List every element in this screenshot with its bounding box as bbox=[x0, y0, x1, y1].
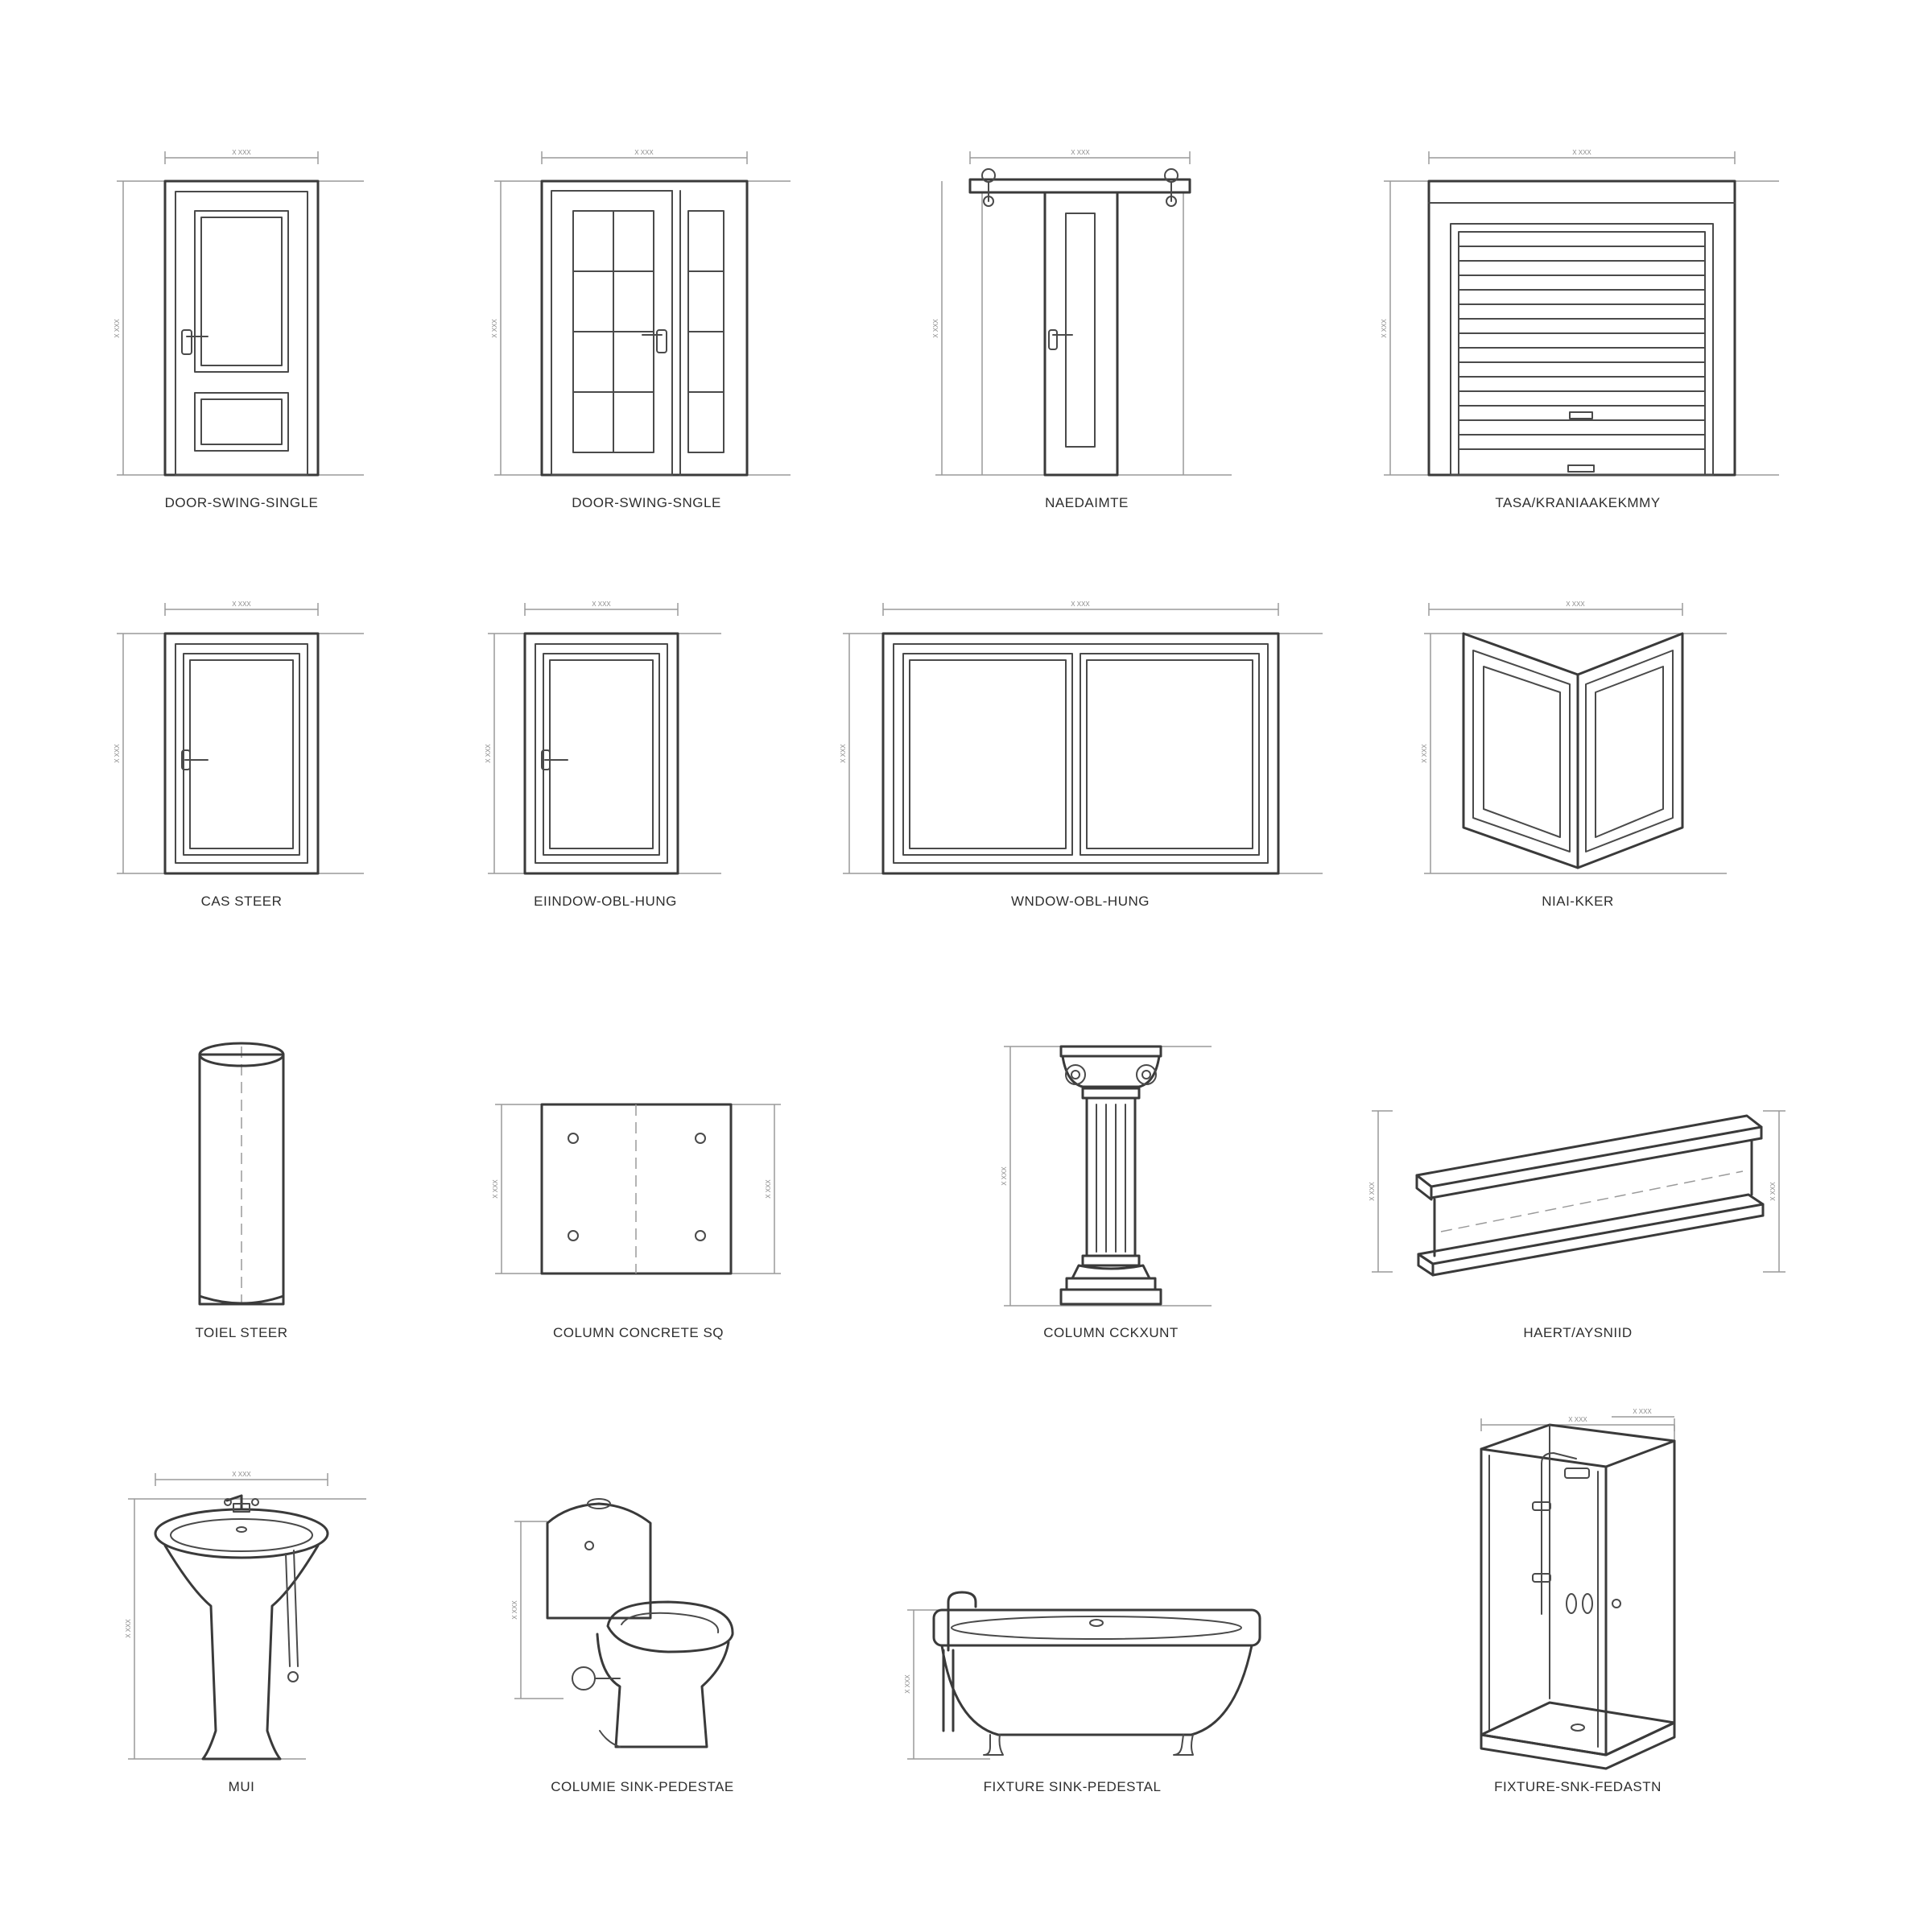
dimension-text: X XXX bbox=[511, 1600, 518, 1620]
dimension-text: X XXX bbox=[1568, 1416, 1587, 1423]
symbol-label-shower: FIXTURE-SNK-FEDASTN bbox=[1494, 1779, 1662, 1794]
garage-door-symbol: X XXX X XXX bbox=[1381, 149, 1779, 477]
bathtub-symbol: X XXX bbox=[904, 1591, 1261, 1760]
symbol-label-column-round: TOIEL STEER bbox=[195, 1325, 288, 1340]
dimension-text: X XXX bbox=[1572, 149, 1591, 156]
dimension-text: X XXX bbox=[232, 149, 251, 156]
symbol-label-bay-window: NIAI-KKER bbox=[1542, 894, 1614, 909]
barn-door-symbol: X XXX X XXX bbox=[932, 149, 1232, 477]
bay-window-symbol: X XXX X XXX bbox=[1421, 601, 1727, 874]
dimension-text: X XXX bbox=[904, 1674, 911, 1694]
dimension-text: X XXX bbox=[1769, 1182, 1777, 1201]
dimension-text: X XXX bbox=[491, 319, 498, 338]
symbol-label-door-swing-sngle: DOOR-SWING-SNGLE bbox=[572, 495, 721, 510]
dimension-text: X XXX bbox=[765, 1179, 772, 1199]
window-dbl-hung-symbol: X XXX X XXX bbox=[840, 601, 1323, 875]
dimension-text: X XXX bbox=[1368, 1182, 1376, 1201]
dimension-text: X XXX bbox=[592, 601, 611, 608]
dimension-text: X XXX bbox=[114, 319, 121, 338]
dimension-text: X XXX bbox=[485, 744, 492, 763]
toilet-symbol: X XXX bbox=[511, 1498, 734, 1748]
shower-symbol: X XXX X XXX bbox=[1480, 1408, 1676, 1770]
dimension-text: X XXX bbox=[1566, 601, 1585, 608]
symbol-label-toilet: COLUMIE SINK-PEDESTAE bbox=[551, 1779, 734, 1794]
dimension-text: X XXX bbox=[232, 1471, 251, 1478]
dimension-text: X XXX bbox=[492, 1179, 499, 1199]
dimension-text: X XXX bbox=[114, 744, 121, 763]
column-concrete-sq-symbol: X XXX X XXX bbox=[492, 1103, 781, 1275]
symbol-label-steel-beam: HAERT/AYSNIID bbox=[1523, 1325, 1633, 1340]
dimension-text: X XXX bbox=[840, 744, 847, 763]
pedestal-sink-symbol: X XXX X XXX bbox=[125, 1471, 366, 1761]
steel-beam-symbol: X XXX X XXX bbox=[1368, 1110, 1785, 1277]
dimension-text: X XXX bbox=[1633, 1408, 1652, 1415]
dimension-text: X XXX bbox=[1421, 744, 1428, 763]
dimension-text: X XXX bbox=[634, 149, 654, 156]
column-ionic-symbol: X XXX bbox=[1001, 1045, 1212, 1307]
symbol-label-casement-door: CAS STEER bbox=[200, 894, 283, 909]
door-swing-single-symbol: X XXX X XXX bbox=[114, 149, 364, 477]
symbol-label-barn-door: NAEDAIMTE bbox=[1045, 495, 1129, 510]
symbol-label-bathtub: FIXTURE SINK-PEDESTAL bbox=[983, 1779, 1162, 1794]
symbol-label-door-swing-single: DOOR-SWING-SINGLE bbox=[164, 495, 319, 510]
dimension-text: X XXX bbox=[1001, 1166, 1008, 1186]
door-with-sidelight-symbol: X XXX X XXX bbox=[491, 149, 791, 477]
dimension-text: X XXX bbox=[932, 319, 939, 338]
casement-door-symbol: X XXX X XXX bbox=[114, 601, 364, 875]
dimension-text: X XXX bbox=[1071, 601, 1090, 608]
dimension-text: X XXX bbox=[1381, 319, 1388, 338]
round-column-symbol bbox=[198, 1042, 285, 1306]
symbol-label-garage-door: TASA/KRANIAAKEKMMY bbox=[1495, 495, 1661, 510]
symbol-label-column-concrete-sq: COLUMN CONCRETE SQ bbox=[552, 1325, 724, 1340]
dimension-text: X XXX bbox=[232, 601, 251, 608]
window-door-symbol: X XXX X XXX bbox=[485, 601, 721, 875]
dimension-text: X XXX bbox=[125, 1619, 132, 1638]
symbol-label-window-door: EIINDOW-OBL-HUNG bbox=[534, 894, 677, 909]
symbol-label-pedestal-sink: MUI bbox=[228, 1779, 255, 1794]
dimension-text: X XXX bbox=[1071, 149, 1090, 156]
symbol-label-column-ionic: COLUMN CCKXUNT bbox=[1043, 1325, 1179, 1340]
symbol-label-window-dbl-hung: WNDOW-OBL-HUNG bbox=[1011, 894, 1150, 909]
